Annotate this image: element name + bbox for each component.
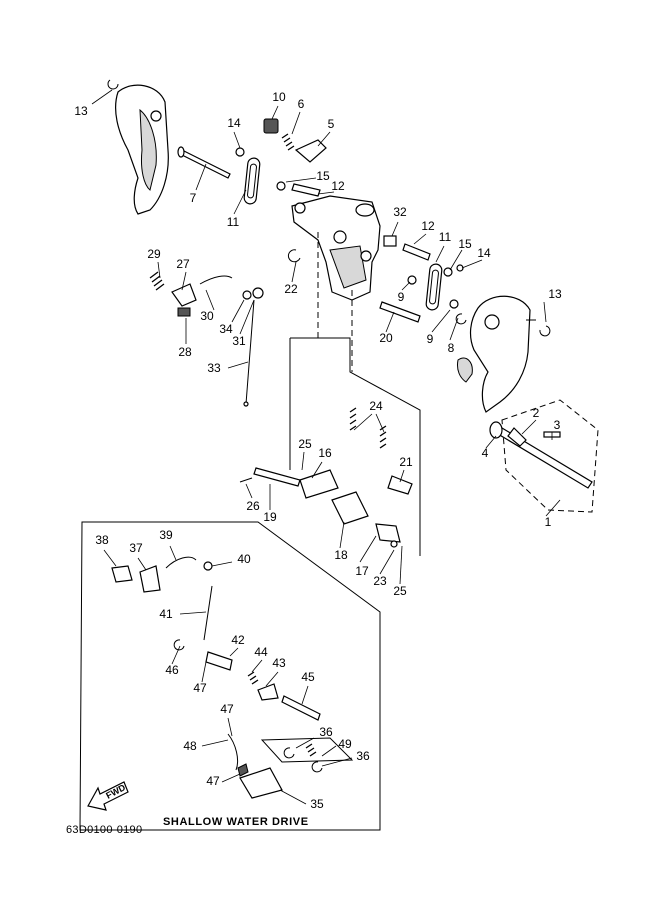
callout-label: 14 [477,246,491,260]
callout-label: 34 [219,322,233,336]
callout-label: 24 [369,399,383,413]
callout-label: 9 [427,332,434,346]
callout-label: 16 [318,446,332,460]
callout-label: 48 [183,739,197,753]
callout-label: 9 [398,290,405,304]
callout-label: 2 [533,406,540,420]
callout-label: 21 [399,455,413,469]
callout-label: 5 [328,117,335,131]
callout-label: 43 [272,656,286,670]
callout-label: 7 [190,191,197,205]
callout-label: 46 [165,663,179,677]
callout-label: 29 [147,247,161,261]
callout-label: 15 [458,237,472,251]
lower-shaft-group [489,399,599,513]
callout-label: 40 [237,552,251,566]
callout-label: 25 [298,437,312,451]
callout-label: 11 [439,230,452,244]
callout-label: 8 [448,341,455,355]
callout-label: 12 [331,179,345,193]
leader-lines [91,89,561,805]
callout-label: 15 [316,169,330,183]
callout-label: 20 [379,331,393,345]
callout-label: 37 [129,541,143,555]
callout-label: 19 [263,510,277,524]
callout-label: 31 [232,334,246,348]
callout-label: 12 [421,219,435,233]
fwd-arrow-icon: FWD [87,781,129,811]
callout-label: 36 [319,725,333,739]
callout-label: 14 [227,116,241,130]
callout-label: 41 [159,607,173,621]
callout-label: 32 [393,205,407,219]
callout-label: 10 [272,90,286,104]
callout-label: 30 [200,309,214,323]
callout-label: 22 [284,282,298,296]
callout-label: 45 [301,670,315,684]
callout-label: 26 [246,499,260,513]
callout-label: 25 [393,584,407,598]
swivel-bracket [291,195,381,301]
clamp-bracket-right [457,295,551,413]
part-callouts: 1 2 3 4 5 6 7 8 9 9 10 11 11 12 12 13 13… [74,90,562,811]
callout-label: 27 [176,257,190,271]
link-plate-left [243,157,261,205]
callout-label: 11 [227,215,240,229]
callout-label: 6 [298,97,305,111]
callout-label: 35 [310,797,324,811]
callout-label: 47 [206,774,220,788]
callout-label: 36 [356,749,370,763]
tilt-lock-assembly [149,271,264,407]
callout-label: 39 [159,528,173,542]
callout-label: 4 [482,446,489,460]
callout-label: 44 [254,645,268,659]
link-plate-right [425,263,443,311]
callout-label: 49 [338,737,352,751]
callout-label: 1 [545,515,552,529]
callout-label: 28 [178,345,192,359]
callout-label: 38 [95,533,109,547]
callout-label: 33 [207,361,221,375]
linkage-assembly [239,232,421,556]
callout-label: 13 [74,104,88,118]
callout-label: 47 [193,681,207,695]
callout-label: 13 [548,287,562,301]
callout-label: 47 [220,702,234,716]
inset-title: SHALLOW WATER DRIVE [163,816,309,828]
callout-label: 23 [373,574,387,588]
callout-label: 42 [231,633,245,647]
drawing-code: 63D0100-0190 [66,824,142,836]
callout-label: 17 [355,564,369,578]
shallow-water-inset [79,521,381,831]
tilt-shaft [177,146,231,179]
clamp-bracket-left [107,79,169,215]
callout-label: 18 [334,548,348,562]
callout-label: 3 [554,418,561,432]
